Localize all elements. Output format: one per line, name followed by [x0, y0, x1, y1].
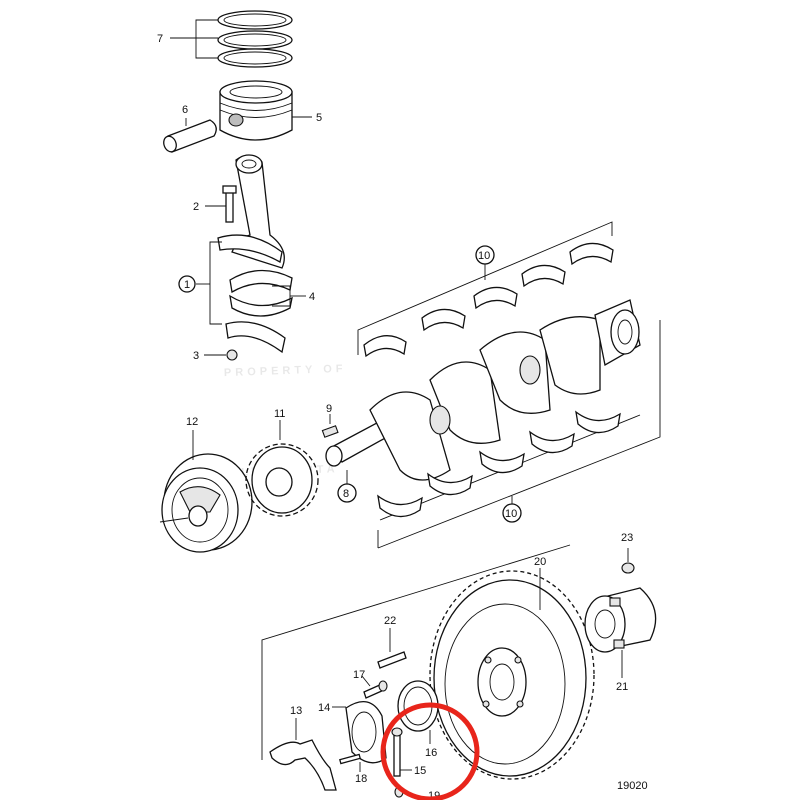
callout-22: 22	[384, 615, 396, 627]
callout-4: 4	[309, 291, 315, 303]
callout-5: 5	[316, 112, 322, 124]
callout-10b: 10	[505, 508, 517, 520]
callout-15: 15	[414, 765, 426, 777]
callout-1: 1	[184, 279, 190, 291]
piston-rings	[217, 10, 293, 68]
leader-10b	[502, 496, 522, 523]
callout-13: 13	[290, 705, 302, 717]
callout-23: 23	[621, 532, 633, 544]
callout-18: 18	[355, 773, 367, 785]
main-bearing-shells-lower	[377, 410, 621, 518]
bushing-23	[621, 562, 635, 574]
callout-6: 6	[182, 104, 188, 116]
callout-20: 20	[534, 556, 546, 568]
callout-10a: 10	[478, 250, 490, 262]
seal-housing	[345, 700, 387, 764]
callout-16: 16	[425, 747, 437, 759]
callout-2: 2	[193, 201, 199, 213]
gasket	[269, 739, 337, 791]
callout-7: 7	[157, 33, 163, 45]
leader-4	[272, 285, 306, 307]
leader-17	[361, 675, 371, 687]
rod-bearing-shells	[229, 269, 293, 317]
piston-pin	[163, 119, 217, 153]
vibration-damper	[159, 453, 253, 553]
crankshaft	[325, 299, 641, 481]
callout-3: 3	[193, 350, 199, 362]
callout-17: 17	[353, 669, 365, 681]
main-bearing-shells-upper	[363, 242, 614, 358]
leader-8	[337, 470, 357, 503]
stud-22	[377, 651, 407, 669]
bolt-15	[391, 727, 403, 777]
flywheel-frame	[261, 544, 571, 760]
bolt-2	[222, 185, 237, 223]
callout-21: 21	[616, 681, 628, 693]
highlight-circle	[380, 702, 480, 800]
timing-gear	[245, 443, 319, 517]
callout-8: 8	[343, 488, 349, 500]
flywheel	[429, 570, 595, 780]
leader-7	[170, 19, 218, 59]
pin-18	[339, 753, 361, 765]
callout-9: 9	[326, 403, 332, 415]
callout-14: 14	[318, 702, 330, 714]
piston	[219, 80, 293, 141]
key-9	[321, 425, 339, 438]
leader-10a	[475, 245, 495, 280]
drawing-number: 19020	[617, 780, 648, 792]
watermark-line-1: PROPERTY OF	[224, 363, 347, 379]
bolt-17	[363, 680, 388, 699]
callout-19: 19	[428, 790, 440, 800]
connecting-rod	[217, 154, 286, 361]
coupling-hub	[584, 587, 657, 653]
leader-1	[178, 241, 222, 325]
callout-11: 11	[274, 408, 285, 420]
callout-12: 12	[186, 416, 198, 428]
